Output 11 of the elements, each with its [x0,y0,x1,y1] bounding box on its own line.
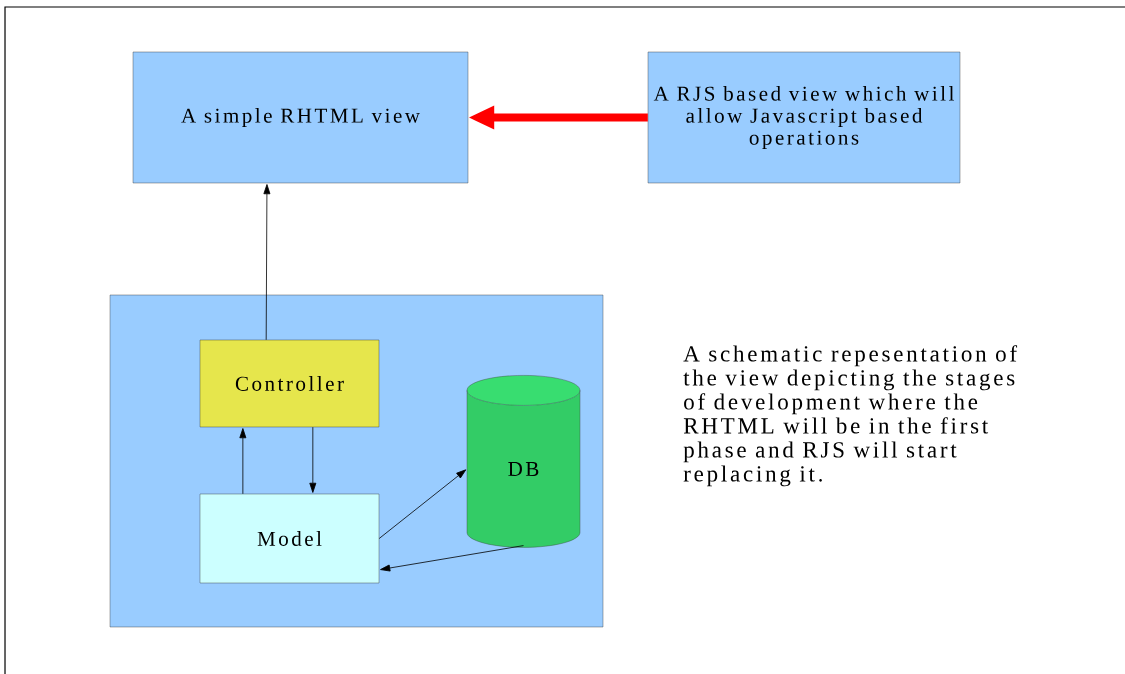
arrow [309,426,317,493]
arrow [239,428,247,495]
arrow [263,184,271,341]
arrow [378,469,467,539]
controller-box: Controller [199,339,380,428]
view-box: A simple RHTML view [132,51,469,184]
description-text: A schematic repesentation of the view depicting the stages of development where the RHTML will be in the first phase and RJS will start replacing it. [683,345,1018,487]
arrow [380,545,524,572]
model-box: Model [199,493,380,584]
view-box: A RJS based view which will allow Javascript based operations [647,51,961,184]
database-cylinder: DB [466,375,581,548]
